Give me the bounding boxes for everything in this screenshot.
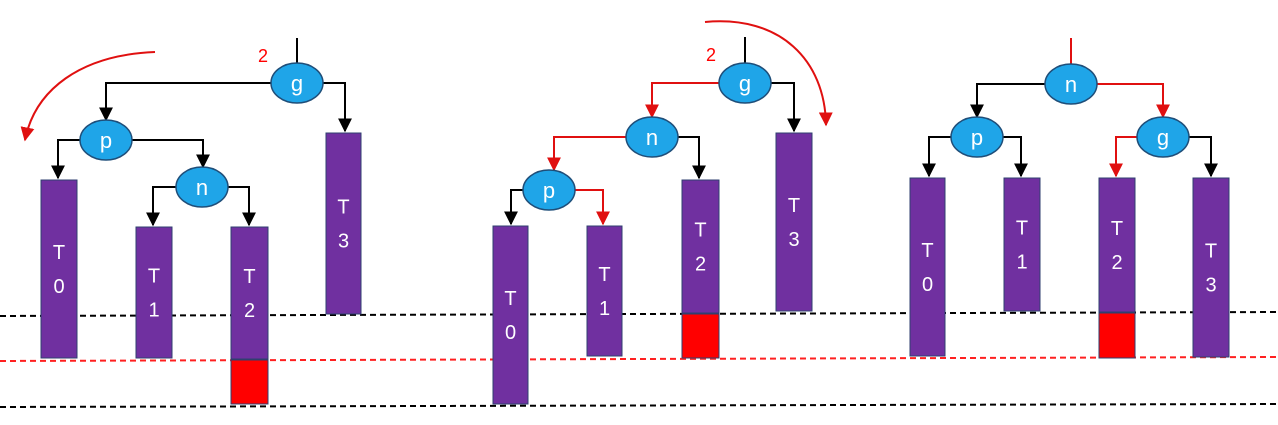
panel1-node-n: [175, 166, 229, 208]
panel2-subtree-t0-char-1: T: [504, 288, 516, 310]
panel1-node-g: [270, 62, 324, 104]
panel1-subtree-t3-char-2: 3: [338, 231, 349, 253]
guide-lines: [0, 311, 1278, 408]
guide-line-top: [0, 311, 1278, 317]
panel1-height-increase-block: [230, 359, 269, 405]
panel3-edge-6: [1189, 136, 1218, 178]
panel2-edge-6: [575, 189, 610, 226]
panel2-subtree-t2-char-1: T: [694, 220, 706, 242]
panel1-edge-1: [99, 82, 271, 122]
panel1-node-n-label: n: [196, 175, 208, 200]
panel2-subtree-t0-char-2: 0: [505, 322, 516, 344]
panel3-subtree-t2: [1098, 177, 1136, 313]
panel2-height-increase-block: [681, 313, 720, 359]
panel1-edge-2: [323, 82, 352, 133]
panel3-subtree-t0-char-1: T: [921, 240, 933, 262]
panel3-subtree-t2-char-2: 2: [1111, 252, 1122, 274]
panel3-height-increase-block: [1098, 312, 1136, 359]
panel1-subtree-t0-char-1: T: [53, 242, 65, 264]
panel3-edge-3: [922, 136, 951, 178]
panel1-edge-3: [51, 139, 80, 180]
panel3-node-p-label: p: [971, 125, 983, 150]
panel2-node-g-label: g: [739, 71, 751, 96]
panel2-edge-4: [678, 136, 706, 180]
panel1-subtree-t0-char-2: 0: [53, 276, 64, 298]
panel2-edge-1: [645, 82, 719, 119]
panel3-subtree-t1-char-1: T: [1016, 218, 1028, 240]
panel2-node-n: [625, 116, 679, 158]
nodes: g p n g n p n p g: [79, 62, 1190, 211]
panel1-edge-5: [146, 186, 176, 227]
panel2-subtree-t0: [492, 225, 529, 405]
panel2-subtree-t1-char-2: 1: [599, 298, 610, 320]
panel1-subtree-t0: [40, 179, 78, 359]
panel2-rotation-arrow: [704, 20, 833, 127]
panel3-edge-2: [1097, 83, 1170, 119]
panel1-subtree-t1-char-2: 1: [148, 300, 159, 322]
panel3-node-n-label: n: [1065, 72, 1077, 97]
panel3-edge-1: [970, 83, 1045, 119]
panel3-node-n: [1044, 63, 1098, 105]
panel3-edge-5: [1109, 136, 1137, 178]
panel1-subtree-t2-char-1: T: [243, 266, 255, 288]
panel2-node-p: [522, 169, 576, 211]
panel1-subtree-t3-char-1: T: [337, 197, 349, 219]
panel2-edge-5: [504, 189, 523, 226]
panel1-node-g-label: g: [291, 71, 303, 96]
panel2-balance-factor-label: 2: [706, 45, 716, 65]
panel2-subtree-t3-char-2: 3: [788, 229, 799, 251]
panel2-subtree-t2: [681, 179, 720, 314]
panel3-node-g-label: g: [1157, 125, 1169, 150]
panel3-edge-4: [1003, 136, 1028, 178]
panel2-subtree-t2-char-2: 2: [695, 254, 706, 276]
panel3-subtree-t1-char-2: 1: [1016, 252, 1027, 274]
panel3-subtree-t3-char-2: 3: [1205, 275, 1216, 297]
panel1-node-p-label: p: [100, 128, 112, 153]
panel3-subtree-t0: [909, 177, 946, 357]
panel2-subtree-t3: [775, 132, 813, 312]
panel3-subtree-t0-char-2: 0: [922, 274, 933, 296]
panel3-node-p: [950, 116, 1004, 158]
panel1-rotation-arrow: [20, 51, 156, 142]
panel3-subtree-t2-char-1: T: [1111, 218, 1123, 240]
panel1-subtree-t1-char-1: T: [148, 266, 160, 288]
panel1-node-p: [79, 119, 133, 161]
guide-line-red: [0, 356, 1278, 362]
panel2-subtree-t3-char-1: T: [788, 195, 800, 217]
panel2-subtree-t1: [586, 225, 623, 357]
panel1-edge-4: [132, 139, 210, 169]
panel1-subtree-t1: [135, 226, 173, 359]
panel2-node-g: [718, 62, 772, 104]
edges: [51, 37, 1218, 227]
panel1-subtree-t3: [325, 132, 362, 315]
panel1-subtree-t2-char-2: 2: [244, 300, 255, 322]
panel2-edge-3: [547, 136, 626, 172]
panel2-node-n-label: n: [646, 125, 658, 150]
panel3-node-g: [1136, 116, 1190, 158]
guide-line-bottom: [0, 403, 1278, 408]
panel2-subtree-t1-char-1: T: [598, 264, 610, 286]
panel1-balance-factor-label: 2: [258, 46, 268, 66]
panel3-subtree-t1: [1003, 177, 1041, 312]
panel3-subtree-t3: [1192, 177, 1230, 358]
panel2-node-p-label: p: [543, 178, 555, 203]
panel1-edge-6: [228, 186, 256, 227]
panel2-edge-2: [771, 82, 801, 133]
panel1-subtree-t2: [230, 226, 269, 360]
panel3-subtree-t3-char-1: T: [1205, 241, 1217, 263]
